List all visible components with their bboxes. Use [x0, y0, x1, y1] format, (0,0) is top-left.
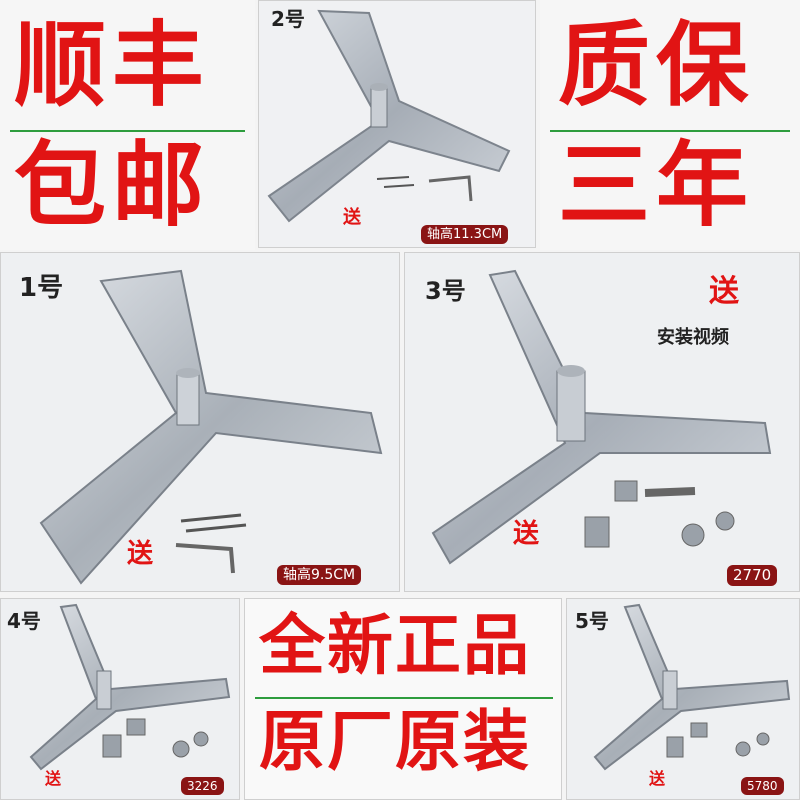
banner-center-line1: 全新正品	[259, 607, 531, 684]
product-3-tag: 2770	[727, 565, 778, 586]
product-2-spider-image	[267, 9, 511, 223]
product-5-spider-image	[593, 603, 791, 771]
product-2-card: 2号 送 轴高11.3CM	[258, 0, 536, 248]
product-2-tag: 轴高11.3CM	[421, 225, 509, 244]
banner-left-line1: 顺丰	[14, 12, 211, 119]
product-4-label: 4号	[7, 609, 41, 633]
product-4-spider-image	[29, 603, 231, 771]
banner-left: 顺丰 包邮	[0, 0, 255, 250]
product-2-label: 2号	[271, 7, 305, 31]
product-1-tag: 轴高9.5CM	[277, 565, 362, 585]
banner-left-line2: 包邮	[14, 132, 211, 239]
banner-right: 质保 三年	[540, 0, 800, 250]
product-2-gift: 送	[343, 207, 361, 228]
product-1-spider-image	[39, 269, 383, 585]
banner-left-divider	[10, 130, 245, 132]
product-3-extra-gift: 送	[709, 274, 739, 309]
banner-center-divider	[255, 697, 553, 699]
product-5-label: 5号	[575, 609, 609, 633]
product-3-install-video-note: 安装视频	[657, 327, 729, 348]
product-4-card: 4号 送 3226	[0, 598, 240, 800]
product-1-card: 1号 送 轴高9.5CM	[0, 252, 400, 592]
banner-center: 全新正品 原厂原装	[244, 598, 562, 800]
product-3-gift: 送	[513, 519, 540, 549]
banner-center-line2: 原厂原装	[259, 703, 531, 780]
product-4-gift: 送	[45, 769, 62, 788]
product-3-card: 3号 送 安装视频 送 2770	[404, 252, 800, 592]
banner-right-divider	[550, 130, 790, 132]
product-4-tag: 3226	[181, 777, 224, 795]
product-5-gift: 送	[649, 769, 666, 788]
product-3-label: 3号	[425, 277, 466, 305]
product-1-label: 1号	[19, 273, 64, 303]
product-1-gift: 送	[127, 539, 154, 569]
banner-right-line2: 三年	[558, 132, 755, 239]
banner-right-line1: 质保	[558, 12, 755, 119]
product-3-spider-image	[431, 269, 772, 565]
product-5-card: 5号 送 5780	[566, 598, 800, 800]
product-5-tag: 5780	[741, 777, 784, 795]
